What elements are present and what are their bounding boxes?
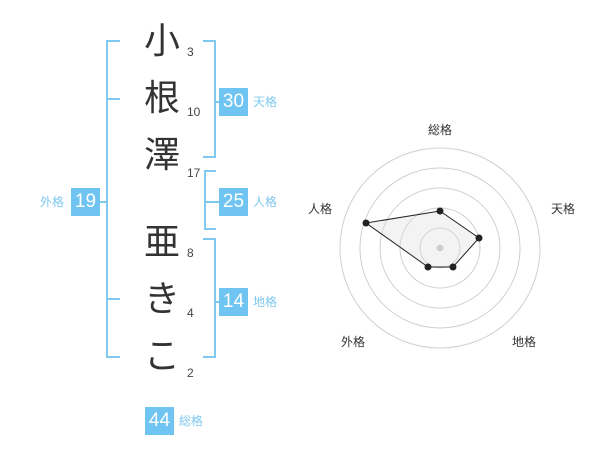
radar-point-chikaku bbox=[449, 263, 457, 271]
radar-point-tenkaku bbox=[475, 234, 483, 242]
name-char-4: 亜 bbox=[143, 222, 180, 263]
jinkaku-badge: 25 bbox=[219, 188, 248, 216]
radar-point-soukaku bbox=[436, 207, 444, 215]
radar-label-tenkaku: 天格 bbox=[551, 201, 575, 216]
jinkaku-label: 人格 bbox=[253, 195, 278, 209]
stroke-count-6: 2 bbox=[187, 366, 194, 380]
radar-point-gaikaku bbox=[424, 263, 432, 271]
stroke-count-3: 17 bbox=[187, 166, 201, 180]
stroke-count-2: 10 bbox=[187, 105, 201, 119]
stroke-count-1: 3 bbox=[187, 45, 194, 59]
tenkaku-label: 天格 bbox=[253, 95, 278, 109]
name-char-2: 根 bbox=[143, 78, 180, 119]
name-char-6: こ bbox=[143, 336, 180, 377]
stroke-count-5: 4 bbox=[187, 306, 194, 320]
soukaku-badge: 44 bbox=[145, 407, 174, 435]
gaikaku-label: 外格 bbox=[40, 195, 65, 209]
radar-label-chikaku: 地格 bbox=[512, 334, 536, 349]
stroke-count-4: 8 bbox=[187, 246, 194, 260]
soukaku-label: 総格 bbox=[179, 414, 204, 428]
radar-label-gaikaku: 外格 bbox=[341, 334, 365, 349]
radar-polygon bbox=[364, 210, 480, 268]
radar-label-soukaku: 総格 bbox=[428, 122, 452, 137]
name-char-5: き bbox=[143, 279, 180, 320]
tenkaku-badge: 30 bbox=[219, 88, 248, 116]
radar-center-dot bbox=[436, 244, 444, 252]
chikaku-badge: 14 bbox=[219, 288, 248, 316]
chikaku-label: 地格 bbox=[253, 295, 278, 309]
radar-point-jinkaku bbox=[362, 219, 370, 227]
gaikaku-badge: 19 bbox=[71, 188, 100, 216]
radar-grid bbox=[339, 147, 541, 349]
name-char-1: 小 bbox=[143, 21, 180, 62]
name-char-3: 澤 bbox=[143, 135, 180, 176]
radar-label-jinkaku: 人格 bbox=[308, 201, 332, 216]
